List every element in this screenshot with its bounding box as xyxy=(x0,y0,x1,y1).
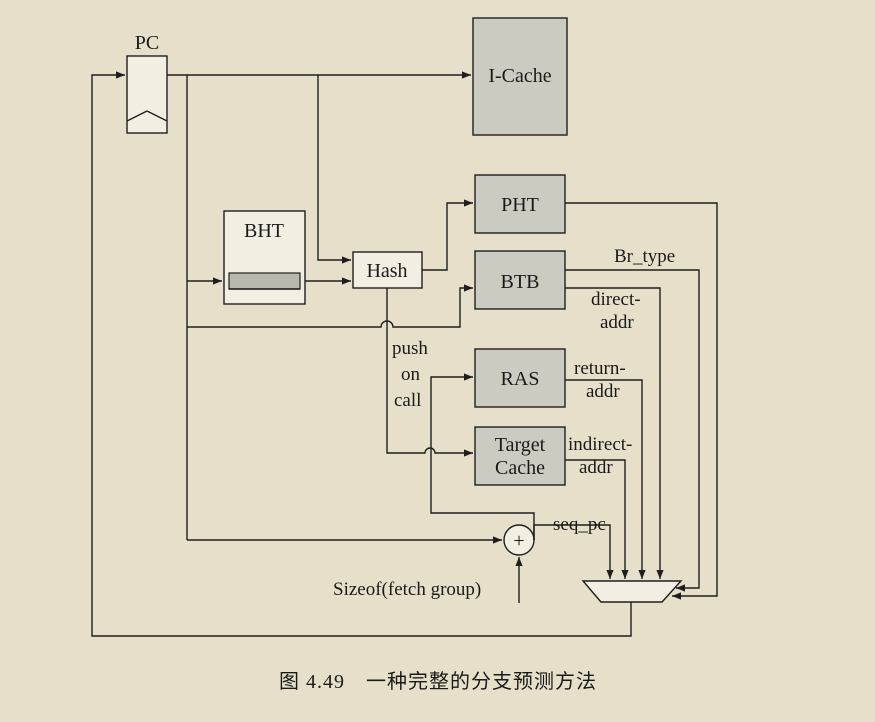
pht-to-mux-wire xyxy=(565,202,718,600)
pc-register xyxy=(126,55,168,134)
indirect-addr-wire xyxy=(565,459,629,579)
icache-label: I-Cache xyxy=(488,65,551,87)
btb-block xyxy=(474,250,566,310)
return-addr-label-1: return- xyxy=(574,358,626,379)
indirect-addr-label-1: indirect- xyxy=(568,434,632,455)
target-cache-block xyxy=(474,426,566,486)
btb-label: BTB xyxy=(501,271,540,293)
next-pc-feedback-wire xyxy=(91,71,632,637)
seqpc-to-ras-wire xyxy=(430,373,535,540)
br-type-wire xyxy=(565,269,700,592)
indirect-addr-label-2: addr xyxy=(579,457,613,478)
pht-label: PHT xyxy=(501,194,539,216)
push-label-1: push xyxy=(392,338,428,359)
direct-addr-wire xyxy=(565,287,664,579)
push-label-3: call xyxy=(394,390,421,411)
push-label-2: on xyxy=(401,364,421,385)
target-cache-label-line2: Cache xyxy=(495,457,545,479)
pc-label: PC xyxy=(135,32,159,54)
pc-to-btb-wire xyxy=(187,284,473,328)
icache-block xyxy=(472,17,568,136)
direct-addr-label-2: addr xyxy=(600,312,634,333)
return-addr-wire xyxy=(565,379,646,579)
seq-pc-label: seq_pc xyxy=(553,514,606,535)
return-addr-label-2: addr xyxy=(586,381,620,402)
push-on-call-wire xyxy=(386,288,473,457)
hash-to-pht-wire xyxy=(422,199,473,271)
mux-block xyxy=(581,580,683,603)
ras-label: RAS xyxy=(501,368,540,390)
pht-block xyxy=(474,174,566,234)
hash-label: Hash xyxy=(366,260,407,282)
target-cache-label-line1: Target xyxy=(495,434,546,456)
bht-block xyxy=(223,210,306,305)
ras-block xyxy=(474,348,566,408)
seqpc-to-mux-wire xyxy=(533,524,614,579)
pc-to-hash-wire xyxy=(317,75,351,264)
direct-addr-label-1: direct- xyxy=(591,289,641,310)
br-type-label: Br_type xyxy=(614,246,675,267)
bht-label: BHT xyxy=(244,220,284,242)
adder-label: + xyxy=(513,530,524,552)
figure-caption: 图 4.49 一种完整的分支预测方法 xyxy=(279,670,597,693)
fetch-group-label: Sizeof(fetch group) xyxy=(333,579,481,600)
